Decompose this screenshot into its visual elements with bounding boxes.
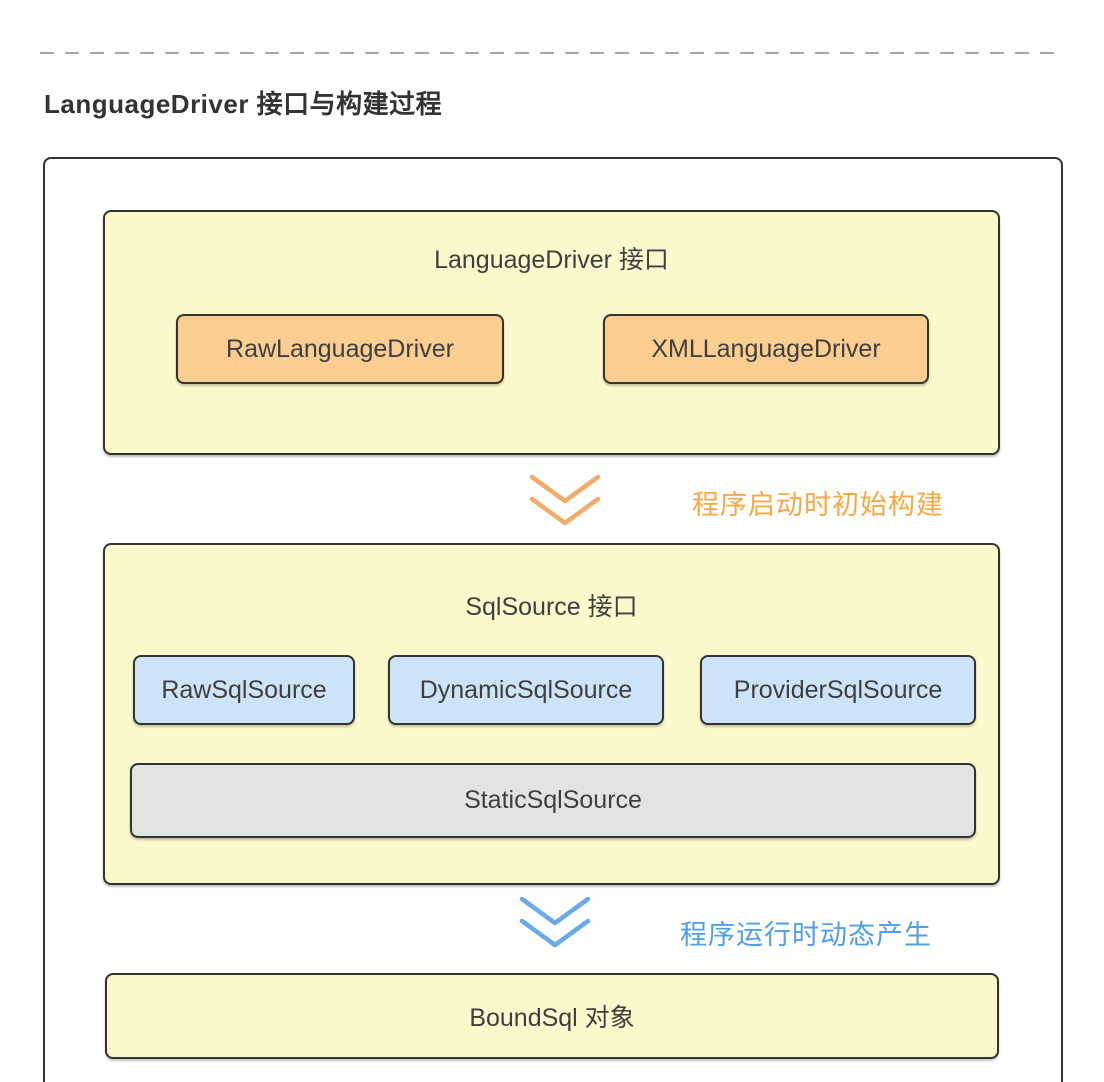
node-raw-sql-source: RawSqlSource [133, 655, 355, 725]
diagram-outer-frame: LanguageDriver 接口 RawLanguageDriver XMLL… [43, 157, 1063, 1082]
group-sql-source-title: SqlSource 接口 [465, 593, 638, 621]
group-language-driver: LanguageDriver 接口 RawLanguageDriver XMLL… [103, 210, 1000, 455]
node-static-sql-source: StaticSqlSource [130, 763, 976, 838]
group-language-driver-title: LanguageDriver 接口 [434, 246, 669, 274]
double-chevron-down-icon [517, 894, 593, 952]
node-dynamic-sql-source: DynamicSqlSource [388, 655, 664, 725]
node-provider-sql-source: ProviderSqlSource [700, 655, 976, 725]
node-xml-language-driver: XMLLanguageDriver [603, 314, 929, 384]
dashed-divider [40, 52, 1064, 54]
page-title: LanguageDriver 接口与构建过程 [44, 89, 443, 119]
node-bound-sql: BoundSql 对象 [105, 973, 999, 1059]
group-sql-source: SqlSource 接口 RawSqlSource DynamicSqlSour… [103, 543, 1000, 885]
runtime-arrow-label: 程序运行时动态产生 [680, 920, 932, 950]
node-raw-language-driver: RawLanguageDriver [176, 314, 504, 384]
build-arrow-label: 程序启动时初始构建 [692, 490, 944, 520]
double-chevron-down-icon [527, 472, 603, 530]
